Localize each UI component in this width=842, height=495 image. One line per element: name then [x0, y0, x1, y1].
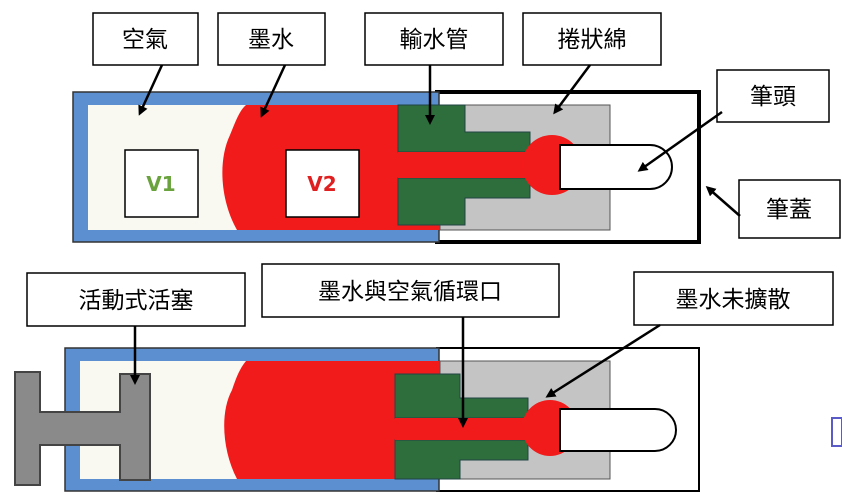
bottom-ink-channel [395, 418, 545, 440]
v1-box [124, 149, 199, 218]
label-cap: 筆蓋 [766, 197, 812, 223]
label-box-air [92, 12, 199, 66]
label-box-ink [217, 12, 326, 66]
label-piston: 活動式活塞 [79, 288, 194, 314]
top-arrows [138, 64, 741, 217]
arrow-air [138, 64, 164, 116]
v2-label: V2 [307, 172, 336, 196]
piston [14, 371, 151, 486]
bottom-nib [559, 408, 677, 452]
label-box-not-diffused [633, 271, 834, 326]
arrow-ink [260, 64, 287, 118]
arrow-cotton [553, 64, 592, 115]
label-air: 空氣 [122, 27, 168, 53]
arrow-cap [705, 186, 741, 217]
label-box-feed-tube [364, 12, 504, 66]
bottom-labels: 活動式活塞 墨水與空氣循環口 墨水未擴散 [26, 263, 834, 327]
bottom-pen-diagram [14, 347, 700, 492]
top-nib [559, 144, 673, 190]
partial-glyph [831, 417, 842, 447]
label-box-cap [738, 179, 841, 239]
v1-label: V1 [146, 172, 175, 196]
label-box-circulation [261, 263, 560, 318]
v2-box [285, 149, 360, 218]
label-cotton: 捲狀綿 [558, 27, 627, 53]
label-not-diffused: 墨水未擴散 [676, 287, 791, 313]
top-pen-diagram: V1 V2 [72, 90, 701, 244]
label-circulation: 墨水與空氣循環口 [318, 279, 502, 305]
label-box-nib [716, 69, 830, 123]
label-feed-tube: 輸水管 [400, 27, 469, 53]
label-box-piston [26, 272, 246, 327]
arrow-not-diffused [545, 323, 661, 398]
label-box-cotton [522, 12, 662, 66]
bottom-ink [224, 361, 440, 479]
label-nib: 筆頭 [750, 84, 796, 110]
top-labels: 空氣 墨水 輸水管 捲狀綿 筆頭 筆蓋 [92, 12, 841, 239]
bottom-arrows [130, 317, 661, 428]
label-ink: 墨水 [248, 27, 294, 53]
arrow-nib [637, 110, 723, 172]
